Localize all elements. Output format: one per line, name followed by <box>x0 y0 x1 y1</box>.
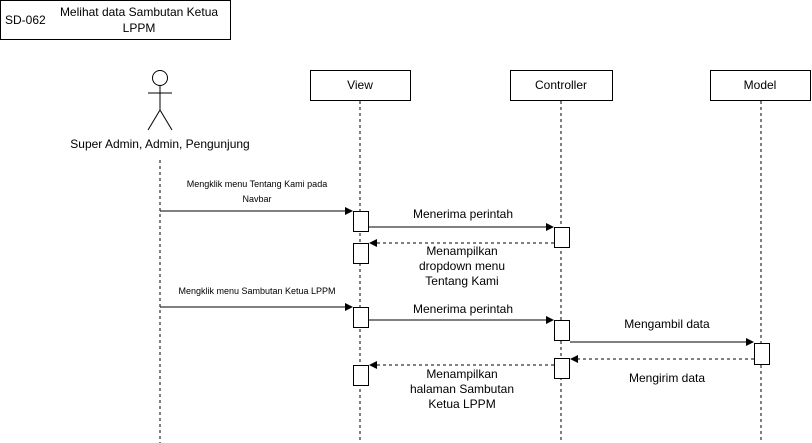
activation-controller-3 <box>554 358 570 379</box>
lifeline-model-head <box>710 70 811 101</box>
actor: Super Admin, Admin, Pengunjung <box>70 70 250 443</box>
message-5: Menerima perintah <box>369 302 554 324</box>
activation-view-1 <box>353 211 369 232</box>
actor-stick-figure-icon <box>147 70 173 131</box>
message-8: Menampilkan halaman Sambutan Ketua LPPM <box>369 361 554 411</box>
message-8-label-line2: halaman Sambutan <box>410 382 514 396</box>
lifeline-model-label: Model <box>744 78 777 92</box>
activation-view-4 <box>353 365 369 386</box>
message-2: Menerima perintah <box>369 207 554 231</box>
activation-controller-2 <box>554 320 570 341</box>
message-1-label-line2: Navbar <box>242 194 271 204</box>
frame-title-line1: Melihat data Sambutan Ketua <box>60 5 218 19</box>
activation-view-3 <box>353 307 369 328</box>
activation-model-1 <box>754 343 770 365</box>
lifeline-controller: Controller <box>510 70 613 443</box>
lifeline-controller-label: Controller <box>535 78 587 92</box>
lifeline-view-head <box>310 70 411 101</box>
actor-label: Super Admin, Admin, Pengunjung <box>70 137 249 151</box>
message-6-label: Mengambil data <box>624 317 710 331</box>
message-4-label: Mengklik menu Sambutan Ketua LPPM <box>178 286 335 296</box>
message-3-label-line1: Menampilkan <box>426 244 497 258</box>
message-3: Menampilkan dropdown menu Tentang Kami <box>369 239 554 288</box>
frame-title-line2: LPPM <box>123 21 156 35</box>
message-3-label-line2: dropdown menu <box>419 259 505 273</box>
message-5-label: Menerima perintah <box>413 302 513 316</box>
message-4: Mengklik menu Sambutan Ketua LPPM <box>160 286 353 311</box>
message-7-label: Mengirim data <box>629 371 705 385</box>
frame-id: SD-062 <box>5 13 46 27</box>
activation-view-2 <box>353 243 369 264</box>
message-1-label-line1: Mengklik menu Tentang Kami pada <box>187 179 327 189</box>
lifeline-view-label: View <box>347 78 373 92</box>
message-1: Mengklik menu Tentang Kami pada Navbar <box>160 179 353 215</box>
message-2-label: Menerima perintah <box>413 207 513 221</box>
message-3-label-line3: Tentang Kami <box>425 274 498 288</box>
diagram-frame: SD-062 Melihat data Sambutan Ketua LPPM <box>0 0 231 40</box>
message-6: Mengambil data <box>570 317 754 346</box>
message-8-label-line3: Ketua LPPM <box>428 397 495 411</box>
lifeline-controller-head <box>510 70 613 101</box>
lifeline-model: Model <box>710 70 811 443</box>
message-8-label-line1: Menampilkan <box>426 367 497 381</box>
message-7: Mengirim data <box>570 355 754 385</box>
activation-controller-1 <box>554 227 570 248</box>
